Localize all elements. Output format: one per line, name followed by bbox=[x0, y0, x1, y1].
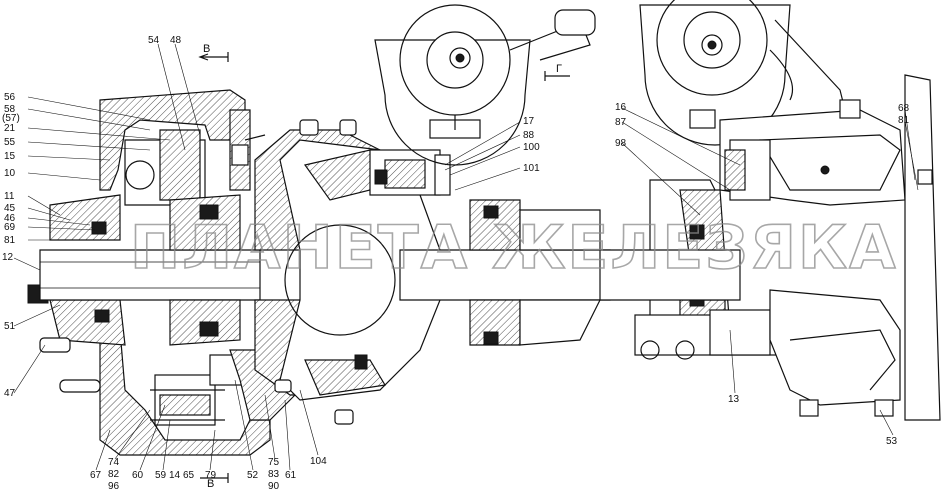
reduction-housing bbox=[27, 89, 271, 456]
callout-75: 75 bbox=[268, 457, 280, 468]
callout-79: 79 bbox=[205, 470, 217, 481]
callout-53: 53 bbox=[886, 436, 898, 447]
callout-58: 58 bbox=[4, 104, 16, 115]
callout-52: 52 bbox=[247, 470, 259, 481]
callout-83: 83 bbox=[268, 469, 280, 480]
callout-21: 21 bbox=[4, 123, 16, 134]
callout-60: 60 bbox=[132, 470, 144, 481]
callout-55: 55 bbox=[4, 137, 16, 148]
callout-88: 88 bbox=[523, 130, 535, 141]
callout-57: (57) bbox=[2, 113, 20, 124]
section-mark-bottom: В bbox=[207, 478, 214, 490]
callout-47: 47 bbox=[4, 388, 16, 399]
callout-48: 48 bbox=[170, 35, 182, 46]
callout-51: 51 bbox=[4, 321, 16, 332]
section-marks: В В Г bbox=[198, 43, 570, 490]
callout-13: 13 bbox=[728, 394, 740, 405]
callout-81b: 81 bbox=[898, 115, 910, 126]
wheel-disc-right bbox=[769, 74, 941, 421]
callout-59: 59 bbox=[155, 470, 167, 481]
brake-caliper-right bbox=[719, 99, 906, 206]
callout-65: 65 bbox=[183, 470, 195, 481]
callout-11: 11 bbox=[4, 191, 15, 202]
leader-lines bbox=[13, 43, 919, 471]
callout-46: 46 bbox=[4, 213, 16, 224]
section-mark-top: В bbox=[203, 43, 210, 55]
callout-82: 82 bbox=[108, 469, 120, 480]
callout-54: 54 bbox=[148, 35, 160, 46]
callout-68: 68 bbox=[898, 103, 910, 114]
callout-12: 12 bbox=[2, 252, 14, 263]
callout-15: 15 bbox=[4, 151, 16, 162]
hub-flange-right bbox=[599, 179, 786, 360]
callout-61: 61 bbox=[285, 470, 297, 481]
pulley-left bbox=[374, 4, 596, 166]
callout-69: 69 bbox=[4, 222, 16, 233]
callout-101: 101 bbox=[523, 163, 540, 174]
main-gear-housing bbox=[254, 119, 451, 425]
callout-labels: 56 58 (57) 21 55 15 10 11 45 46 69 81 12… bbox=[2, 35, 910, 492]
callout-81a: 81 bbox=[4, 235, 16, 246]
callout-87: 87 bbox=[615, 117, 627, 128]
callout-96: 96 bbox=[108, 481, 120, 492]
callout-90: 90 bbox=[268, 481, 280, 492]
axle-shaft bbox=[399, 199, 611, 346]
callout-16: 16 bbox=[615, 102, 627, 113]
section-mark-view: Г bbox=[556, 63, 562, 75]
callout-104: 104 bbox=[310, 456, 327, 467]
watermark-text: ПЛАНЕТА ЖЕЛЕЗЯКА bbox=[130, 213, 898, 283]
callout-56: 56 bbox=[4, 92, 16, 103]
callout-10: 10 bbox=[4, 168, 16, 179]
callout-14: 14 bbox=[169, 470, 181, 481]
callout-98: 98 bbox=[615, 138, 627, 149]
callout-74: 74 bbox=[108, 457, 120, 468]
callout-67: 67 bbox=[90, 470, 102, 481]
callout-17: 17 bbox=[523, 116, 535, 127]
callout-45: 45 bbox=[4, 203, 16, 214]
callout-100: 100 bbox=[523, 142, 540, 153]
